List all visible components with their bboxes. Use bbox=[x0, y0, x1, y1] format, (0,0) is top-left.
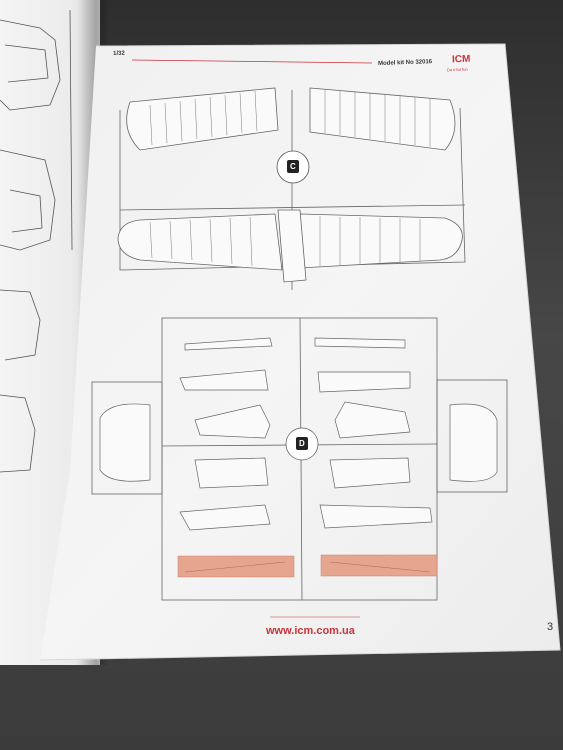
sprue-c-label: C bbox=[290, 162, 296, 171]
sprue-d-label: D bbox=[299, 439, 305, 448]
left-page-drawings bbox=[0, 9, 73, 473]
page-number: 3 bbox=[547, 621, 554, 633]
website-link[interactable]: www.icm.com.ua bbox=[266, 625, 355, 637]
